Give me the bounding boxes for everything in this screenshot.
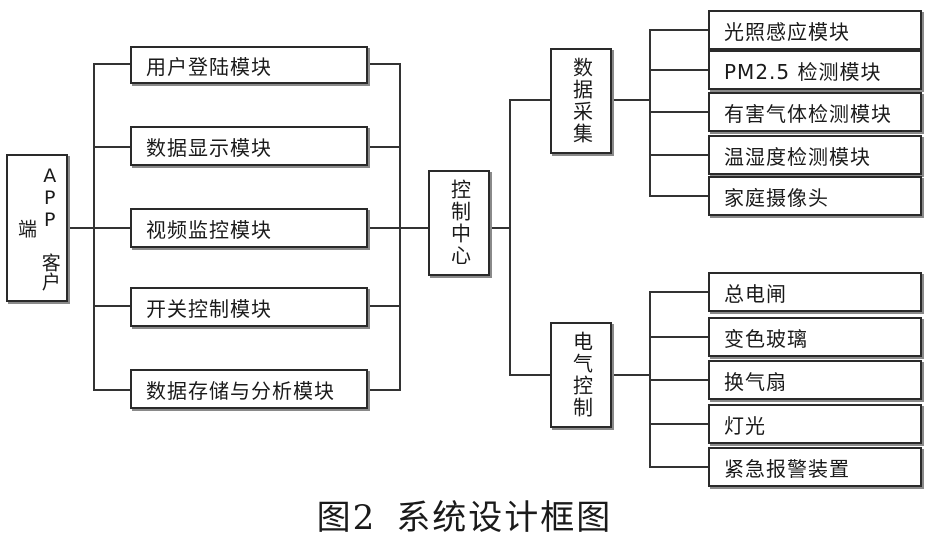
app-client-label: APP 客户端 [15,165,61,291]
center-branch-line [509,99,550,376]
sensor-module-label: PM2.5 检测模块 [724,59,882,84]
sensor-module-label: 有害气体检测模块 [724,101,892,126]
device-box: 变色玻璃 [708,317,922,357]
figure-title: 系统设计框图 [396,498,613,538]
sensor-module-box: 温湿度检测模块 [708,135,922,175]
sensor-module-label: 温湿度检测模块 [724,144,871,169]
figure-number: 图2 [316,498,377,538]
sensor-module-box: 有害气体检测模块 [708,92,922,132]
app-module-box: 数据显示模块 [130,126,368,166]
electrical-control-box: 电气控制 [550,322,612,428]
app-module-label: 开关控制模块 [146,296,272,321]
sensor-module-label: 光照感应模块 [724,19,850,44]
sensor-module-label: 家庭摄像头 [724,185,829,210]
app-client-box: APP 客户端 [6,154,68,302]
device-label: 换气扇 [724,369,787,394]
sensor-module-box: PM2.5 检测模块 [708,50,922,90]
sensor-module-box: 光照感应模块 [708,10,922,50]
app-module-box: 用户登陆模块 [130,46,368,84]
data-collection-box: 数据采集 [550,48,612,154]
app-module-box: 视频监控模块 [130,208,368,248]
data-collection-label: 数据采集 [569,57,594,145]
device-label: 紧急报警装置 [724,456,850,481]
app-module-box: 数据存储与分析模块 [130,369,368,409]
device-label: 灯光 [724,413,766,438]
control-center-label: 控制中心 [447,179,472,267]
device-label: 总电闸 [724,281,787,306]
device-box: 换气扇 [708,360,922,400]
app-module-label: 视频监控模块 [146,217,272,242]
app-module-label: 数据显示模块 [146,135,272,160]
device-box: 紧急报警装置 [708,447,922,487]
device-label: 变色玻璃 [724,326,808,351]
sensor-module-box: 家庭摄像头 [708,176,922,216]
device-box: 灯光 [708,404,922,444]
electrical-control-label: 电气控制 [569,331,594,419]
app-module-label: 用户登陆模块 [146,54,272,79]
control-center-box: 控制中心 [428,170,490,276]
figure-caption: 图2 系统设计框图 [0,490,929,539]
app-module-label: 数据存储与分析模块 [146,378,335,403]
device-box: 总电闸 [708,272,922,312]
app-module-box: 开关控制模块 [130,287,368,327]
